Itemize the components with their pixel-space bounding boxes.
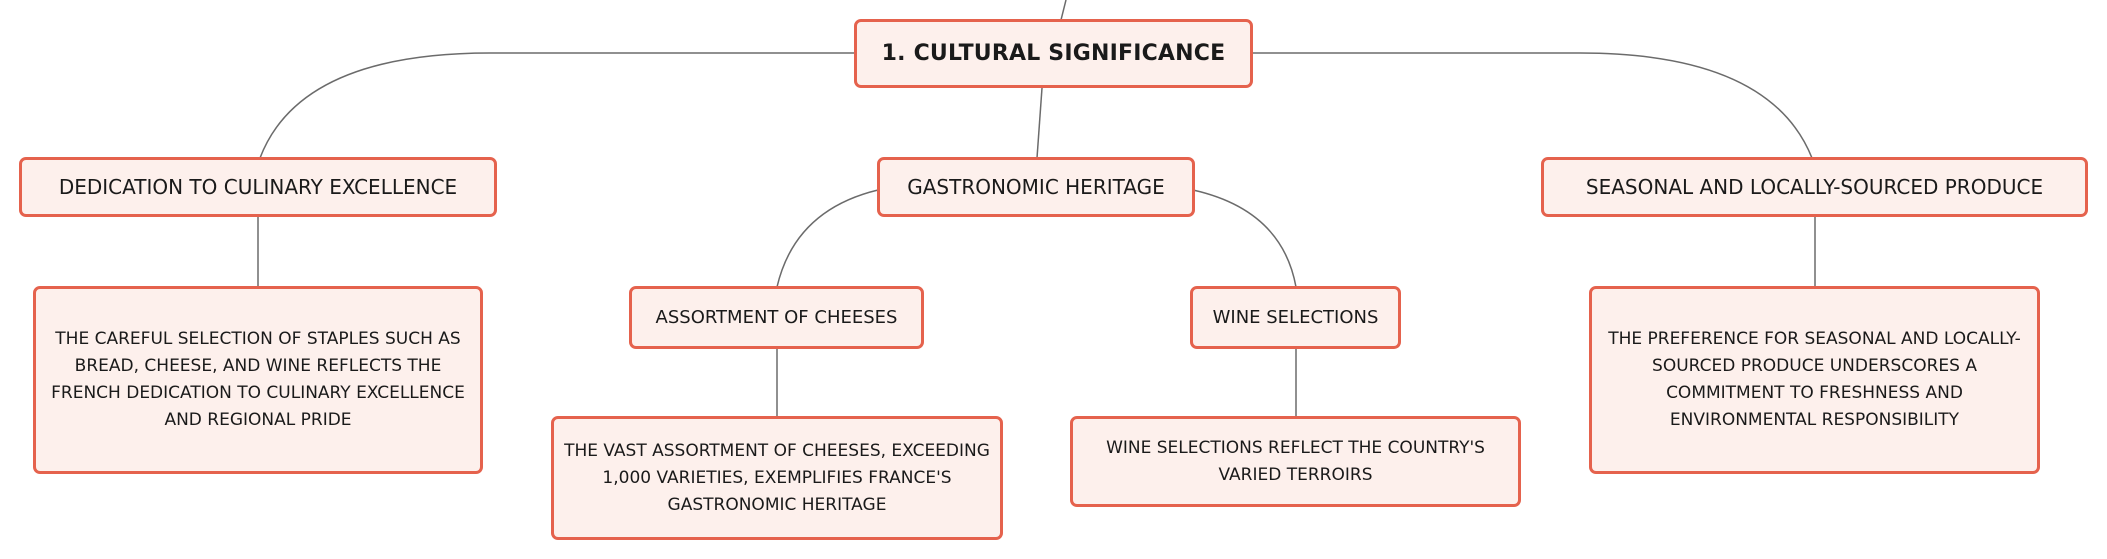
branch-node-seasonal-produce[interactable]: SEASONAL AND LOCALLY-SOURCED PRODUCE	[1541, 157, 2088, 217]
connector-root-to-parent	[1060, 0, 1067, 21]
connector-root-to-culinary-excellence	[259, 52, 856, 159]
detail-node-text: THE PREFERENCE FOR SEASONAL AND LOCALLY-…	[1608, 329, 2021, 430]
detail-node-culinary-excellence[interactable]: THE CAREFUL SELECTION OF STAPLES SUCH AS…	[33, 286, 483, 474]
sub-node-assortment-of-cheeses[interactable]: ASSORTMENT OF CHEESES	[629, 286, 924, 349]
sub-node-label: WINE SELECTIONS	[1212, 307, 1379, 328]
detail-node-text: WINE SELECTIONS REFLECT THE COUNTRY'S VA…	[1106, 437, 1485, 485]
connector-root-to-seasonal-produce	[1251, 52, 1813, 159]
branch-node-label: SEASONAL AND LOCALLY-SOURCED PRODUCE	[1585, 175, 2044, 199]
detail-node-seasonal-produce[interactable]: THE PREFERENCE FOR SEASONAL AND LOCALLY-…	[1589, 286, 2040, 474]
branch-node-culinary-excellence[interactable]: DEDICATION TO CULINARY EXCELLENCE	[19, 157, 497, 217]
detail-node-wine[interactable]: WINE SELECTIONS REFLECT THE COUNTRY'S VA…	[1070, 416, 1521, 507]
sub-node-wine-selections[interactable]: WINE SELECTIONS	[1190, 286, 1401, 349]
detail-node-text: THE VAST ASSORTMENT OF CHEESES, EXCEEDIN…	[564, 440, 990, 515]
connector-heritage-to-cheeses	[776, 189, 879, 288]
sub-node-label: ASSORTMENT OF CHEESES	[655, 307, 898, 328]
connector-heritage-to-wine	[1192, 189, 1297, 288]
root-node-label: 1. CULTURAL SIGNIFICANCE	[881, 41, 1226, 66]
root-node[interactable]: 1. CULTURAL SIGNIFICANCE	[854, 19, 1253, 88]
detail-node-text: THE CAREFUL SELECTION OF STAPLES SUCH AS…	[51, 329, 465, 430]
branch-node-label: GASTRONOMIC HERITAGE	[907, 175, 1165, 199]
connector-root-to-gastronomic-heritage	[1036, 87, 1043, 159]
branch-node-gastronomic-heritage[interactable]: GASTRONOMIC HERITAGE	[877, 157, 1195, 217]
branch-node-label: DEDICATION TO CULINARY EXCELLENCE	[58, 175, 458, 199]
detail-node-cheeses[interactable]: THE VAST ASSORTMENT OF CHEESES, EXCEEDIN…	[551, 416, 1003, 540]
